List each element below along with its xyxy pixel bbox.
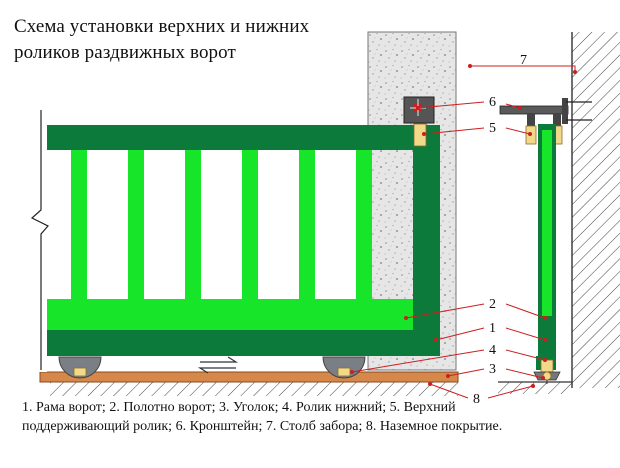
callout-7: 7 (520, 53, 527, 68)
lower-roller-right (322, 356, 366, 379)
callout-2: 2 (489, 297, 496, 312)
gate-panel (47, 150, 413, 330)
legend-line-1: 1. Рама ворот; 2. Полотно ворот; 3. Угол… (22, 400, 456, 415)
callout-5: 5 (489, 121, 496, 136)
title-line-1: Схема установки верхних и нижних (14, 16, 310, 37)
direction-arrows (197, 356, 239, 374)
gate-frame (47, 125, 440, 356)
callout-3: 3 (489, 362, 496, 377)
lower-roller-left (58, 356, 102, 379)
ground-covering (39, 371, 572, 396)
gate-side-view (499, 98, 592, 384)
side-wall (571, 32, 620, 388)
leader-lines (351, 65, 576, 399)
upper-bracket (403, 96, 435, 124)
legend: 1. Рама ворот; 2. Полотно ворот; 3. Угол… (22, 398, 612, 436)
leader-dots (350, 64, 577, 388)
break-line (30, 110, 49, 372)
upper-roller-front (413, 123, 427, 147)
callout-8: 8 (473, 392, 480, 407)
title-line-2: роликов раздвижных ворот (14, 42, 236, 63)
legend-line-2: поддерживающий ролик; 6. Кронштейн; 7. С… (22, 419, 503, 434)
callout-6: 6 (489, 95, 496, 110)
callout-4: 4 (489, 343, 496, 358)
callout-1: 1 (489, 321, 496, 336)
diagram-title: Схема установки верхних и нижних роликов… (14, 14, 364, 66)
